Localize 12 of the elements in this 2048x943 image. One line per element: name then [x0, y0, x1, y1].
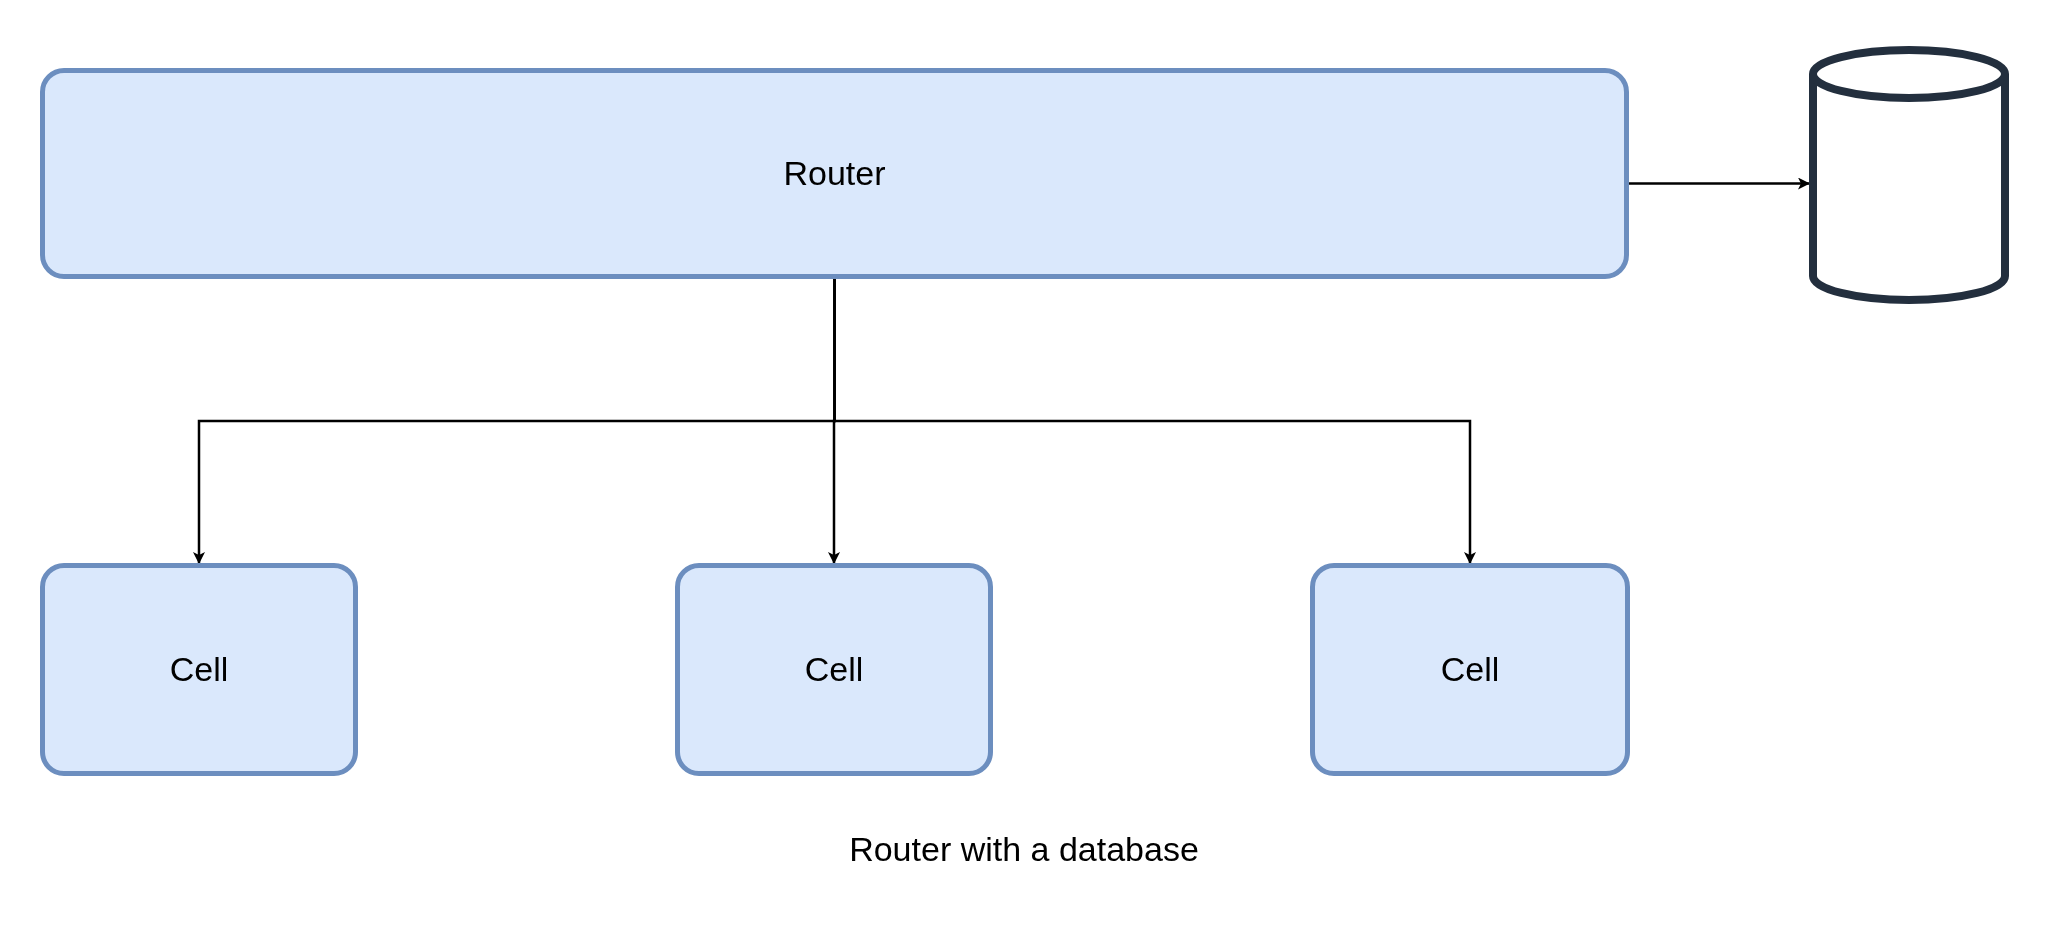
box-label: Cell — [169, 650, 229, 689]
process-box — [1310, 563, 1630, 776]
caption: Router with a database — [849, 830, 1199, 868]
process-box — [40, 68, 1629, 279]
process-box — [675, 563, 993, 776]
arrow — [833, 279, 1476, 564]
box-label: Router — [783, 154, 886, 193]
box-label: Cell — [804, 650, 864, 689]
database-cylinder — [1809, 46, 2009, 304]
box-label: Cell — [1440, 650, 1500, 689]
process-box — [40, 563, 358, 776]
arrow — [1629, 177, 1810, 190]
